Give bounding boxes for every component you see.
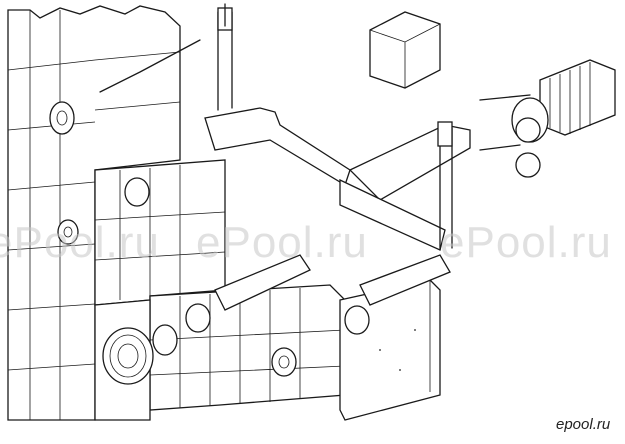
pipe-network bbox=[99, 11, 471, 311]
watermark-left: ePool.ru bbox=[0, 218, 160, 267]
main-drain-grate bbox=[102, 327, 154, 385]
valve-top bbox=[217, 3, 233, 31]
control-box bbox=[369, 11, 441, 89]
valve-right bbox=[437, 121, 453, 147]
flange-fittings bbox=[124, 177, 370, 356]
watermark-middle: ePool.ru bbox=[196, 218, 368, 267]
wall-fitting-lower bbox=[271, 347, 297, 377]
corner-site-label: epool.ru bbox=[556, 416, 611, 433]
watermark-right: ePool.ru bbox=[440, 218, 612, 267]
skimmer-box bbox=[339, 279, 441, 421]
pump-motor bbox=[479, 59, 616, 178]
inlet-fitting-middle bbox=[57, 219, 79, 245]
inlet-fitting-top bbox=[49, 101, 75, 135]
